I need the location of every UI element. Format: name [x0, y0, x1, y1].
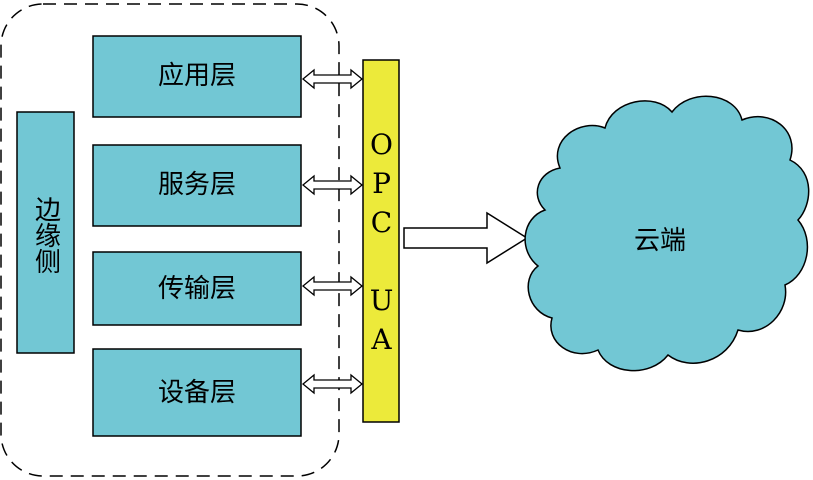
- service-layer-label: 服务层: [157, 170, 236, 200]
- double-arrows: [301, 68, 364, 395]
- application-layer-label: 应用层: [157, 61, 236, 91]
- edge-side-boundary: [0, 3, 340, 477]
- opc-ua-bar: [362, 59, 400, 423]
- application-layer-box: [92, 35, 302, 118]
- opc-ua-label: OPC UA: [365, 128, 398, 362]
- transport-layer-box: [92, 251, 302, 326]
- device-layer-box: [92, 348, 302, 437]
- device-layer-label: 设备层: [157, 378, 236, 408]
- arrow-to-cloud: [403, 211, 529, 265]
- cloud-label: 云端: [633, 226, 686, 256]
- double-arrow-transport: [301, 275, 364, 297]
- double-arrow-service: [301, 174, 364, 196]
- transport-layer-label: 传输层: [157, 274, 236, 304]
- cloud-shape: [524, 95, 810, 372]
- edge-side-box: [16, 111, 75, 354]
- double-arrow-device: [301, 373, 364, 395]
- edge-side-label: 边缘侧: [30, 196, 61, 274]
- double-arrow-application: [301, 68, 364, 90]
- service-layer-box: [92, 144, 302, 227]
